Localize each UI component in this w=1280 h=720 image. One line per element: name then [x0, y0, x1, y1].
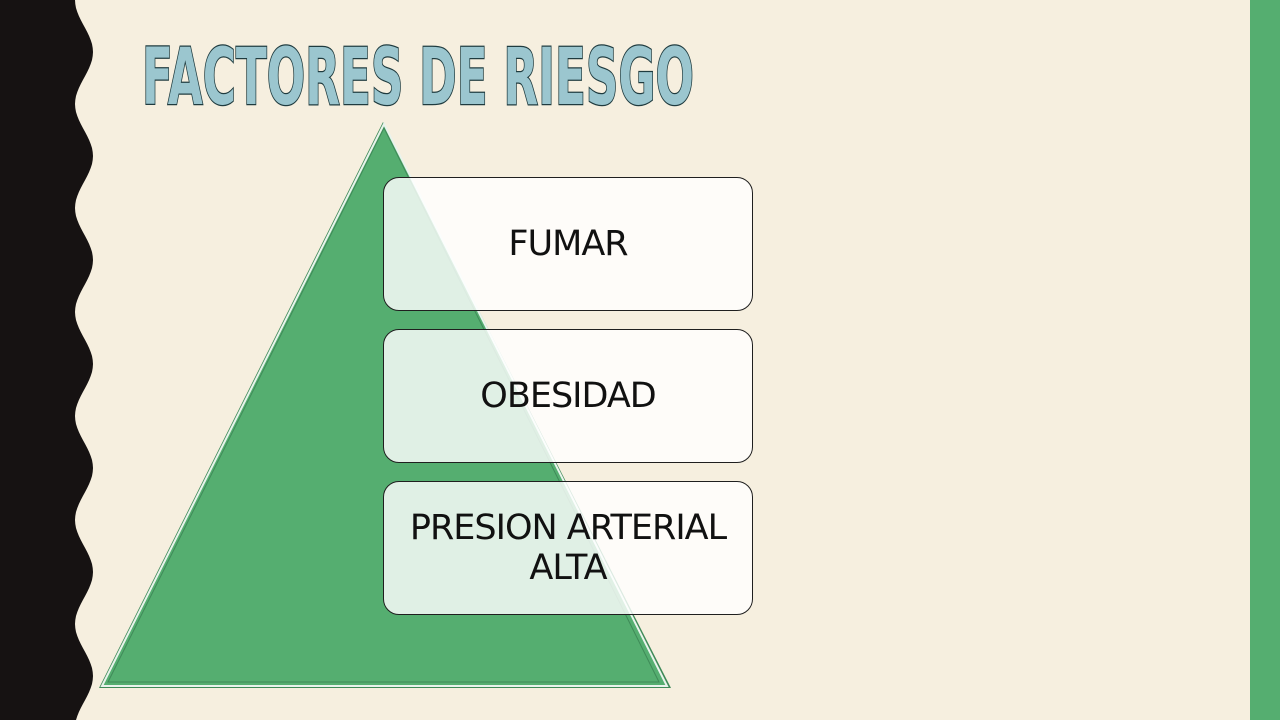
level-label: OBESIDAD [480, 376, 656, 416]
level-label: FUMAR [508, 224, 628, 264]
slide-title-text: FACTORES DE RIESGO [142, 33, 694, 123]
right-accent-bar [1250, 0, 1280, 720]
pyramid-level-fumar: FUMAR [383, 177, 753, 311]
pyramid-level-obesidad: OBESIDAD [383, 329, 753, 463]
left-wave-decoration [0, 0, 93, 720]
pyramid-level-presion-arterial-alta: PRESION ARTERIAL ALTA [383, 481, 753, 615]
slide-title: FACTORES DE RIESGO [141, 32, 696, 125]
level-label: PRESION ARTERIAL ALTA [409, 508, 727, 588]
